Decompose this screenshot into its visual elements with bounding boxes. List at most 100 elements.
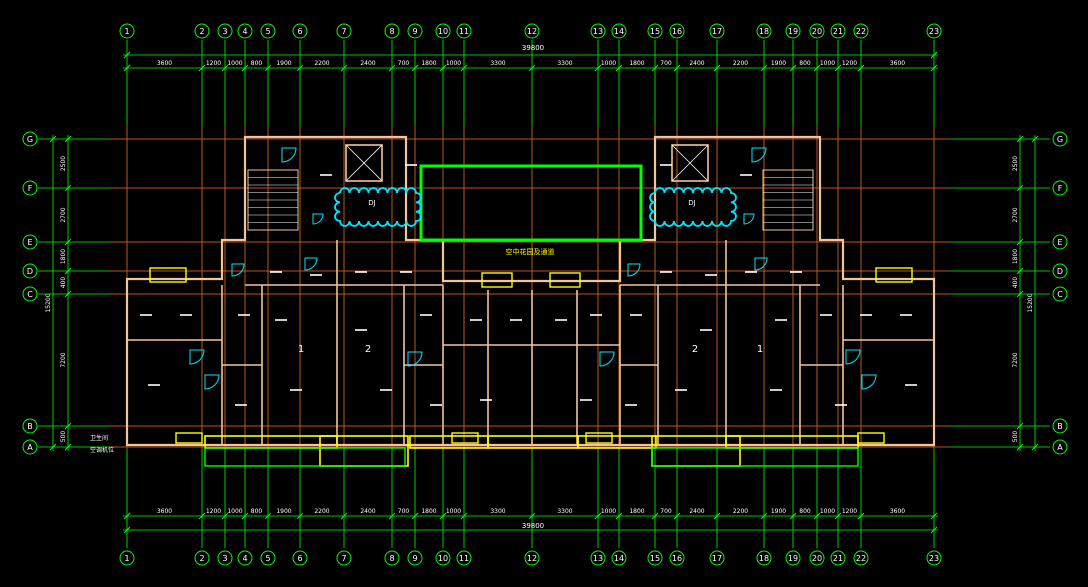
ac-unit-7	[585, 432, 613, 444]
axis-bubble-bottom-22-label: 22	[856, 554, 866, 563]
axis-bubble-bottom-21	[830, 550, 846, 566]
door-swing-14	[743, 213, 755, 225]
axis-bubble-top-18-label: 18	[759, 27, 769, 36]
dim-left-label-2: 2700	[60, 207, 67, 222]
axis-bubble-bottom-11-label: 11	[459, 554, 469, 563]
dim-top-label-13: 1000	[601, 60, 616, 67]
axis-bubble-top-15-label: 15	[650, 27, 660, 36]
axis-bubble-bottom-14	[611, 550, 627, 566]
plan-layer	[125, 135, 936, 467]
axis-bubble-right-G-label: G	[1057, 135, 1063, 144]
dim-top-label-10: 1000	[446, 60, 461, 67]
dim-top-label-15: 700	[660, 60, 672, 67]
axis-bubble-right-C-label: C	[1057, 290, 1063, 299]
dim-top-label-18: 1900	[771, 60, 786, 67]
axis-bubble-top-11	[456, 23, 472, 39]
dim-top-label-20: 1000	[820, 60, 835, 67]
axis-bubble-right-F-label: F	[1058, 184, 1063, 193]
revision-cloud-right	[649, 187, 737, 227]
axis-bubble-top-2	[194, 23, 210, 39]
axis-bubble-top-20-label: 20	[812, 27, 822, 36]
axis-bubble-top-23	[926, 23, 942, 39]
dim-top-label-19: 800	[799, 60, 811, 67]
dim-top-label-17: 2200	[733, 60, 748, 67]
dim-left-label-4: 400	[60, 277, 67, 289]
axis-bubble-right-A	[1052, 439, 1068, 455]
axis-bubble-bottom-11	[456, 550, 472, 566]
axis-bubble-right-D-label: D	[1057, 267, 1063, 276]
dim-bottom-label-17: 2200	[733, 508, 748, 515]
dim-top-label-14: 1800	[629, 60, 644, 67]
dim-top-label-16: 2400	[689, 60, 704, 67]
axis-bubble-bottom-6	[292, 550, 308, 566]
door-swing-4	[304, 257, 318, 271]
dim-left-label-5: 7200	[60, 352, 67, 367]
axis-bubble-bottom-2	[194, 550, 210, 566]
dim-bottom-label-7: 2400	[360, 508, 375, 515]
axis-bubble-left-A-label: A	[27, 443, 33, 452]
axis-bubble-bottom-15	[647, 550, 663, 566]
axis-bubble-top-13-label: 13	[593, 27, 603, 36]
door-swing-3	[231, 263, 245, 277]
axis-bubble-bottom-17-label: 17	[712, 554, 722, 563]
axis-bubble-bottom-4-label: 4	[242, 554, 247, 563]
unit-number-2: 2	[365, 344, 371, 355]
axis-bubble-top-20	[809, 23, 825, 39]
dim-top-label-11: 3300	[490, 60, 505, 67]
door-swing-8	[754, 257, 768, 271]
dim-bottom-label-22: 3600	[890, 508, 905, 515]
dim-left-label-6: 500	[60, 431, 67, 443]
axis-bubble-bottom-12-label: 12	[527, 554, 537, 563]
axis-bubble-top-12	[524, 23, 540, 39]
dim-bottom-label-10: 1000	[446, 508, 461, 515]
door-swing-10	[861, 374, 877, 390]
elevator-cross	[671, 144, 709, 182]
axis-bubble-bottom-10	[435, 550, 451, 566]
axis-bubble-left-C	[22, 286, 38, 302]
axis-bubble-left-G-label: G	[27, 135, 33, 144]
elevator-shaft	[671, 144, 709, 182]
axis-bubble-top-5	[260, 23, 276, 39]
dim-right-label-1: 2500	[1012, 156, 1019, 171]
dim-top-label-22: 3600	[890, 60, 905, 67]
axis-bubble-top-5-label: 5	[265, 27, 270, 36]
elevator-cross	[345, 144, 383, 182]
axis-bubble-bottom-8-label: 8	[389, 554, 394, 563]
axis-bubble-bottom-6-label: 6	[297, 554, 302, 563]
dim-top-label-6: 2200	[314, 60, 329, 67]
axis-bubble-left-F	[22, 180, 38, 196]
axis-bubble-bottom-13	[590, 550, 606, 566]
axis-bubble-bottom-2-label: 2	[199, 554, 204, 563]
axis-bubble-bottom-23-label: 23	[929, 554, 939, 563]
axis-bubble-left-D-label: D	[27, 267, 33, 276]
axis-bubble-top-14-label: 14	[614, 27, 624, 36]
elevator-shaft	[345, 144, 383, 182]
axis-bubble-left-D	[22, 263, 38, 279]
axis-bubble-bottom-21-label: 21	[833, 554, 843, 563]
ac-unit-8	[857, 432, 885, 444]
door-swing-12	[751, 147, 767, 163]
axis-bubble-bottom-15-label: 15	[650, 554, 660, 563]
dim-bottom-label-13: 1000	[601, 508, 616, 515]
dim-bottom-label-14: 1800	[629, 508, 644, 515]
axis-bubble-bottom-20	[809, 550, 825, 566]
axis-bubble-top-19	[785, 23, 801, 39]
axis-bubble-top-18	[756, 23, 772, 39]
axis-bubble-bottom-13-label: 13	[593, 554, 603, 563]
door-swing-5	[407, 351, 423, 367]
ac-unit-3	[481, 272, 513, 288]
door-swing-9	[845, 349, 861, 365]
axis-bubble-bottom-8	[384, 550, 400, 566]
axis-bubble-top-12-label: 12	[527, 27, 537, 36]
total-width-top: 39800	[522, 44, 544, 52]
elevator-label-left: DJ	[368, 199, 375, 207]
axis-bubble-bottom-3	[217, 550, 233, 566]
axis-bubble-top-17-label: 17	[712, 27, 722, 36]
axis-bubble-bottom-4	[237, 550, 253, 566]
axis-bubble-top-19-label: 19	[788, 27, 798, 36]
axis-bubble-bottom-7-label: 7	[341, 554, 346, 563]
window-frame-2	[319, 435, 409, 467]
dim-bottom-label-8: 700	[398, 508, 410, 515]
